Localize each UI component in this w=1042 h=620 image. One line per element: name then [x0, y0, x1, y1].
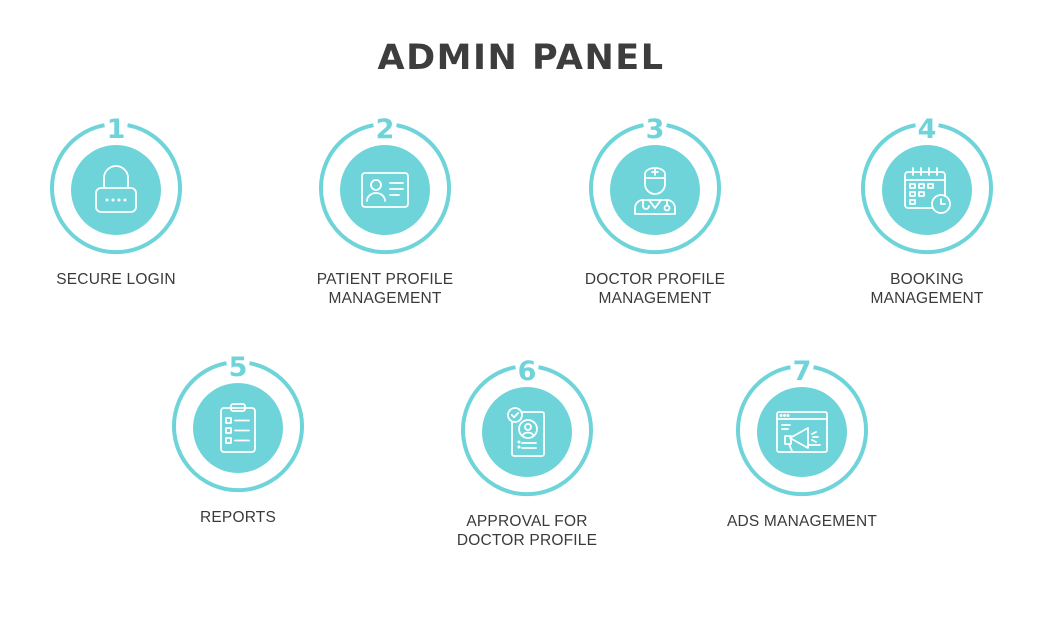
feature-badge: 1 — [46, 112, 186, 260]
feature-label: PATIENT PROFILE MANAGEMENT — [316, 271, 454, 307]
badge-ring — [172, 361, 304, 493]
clipboard-checklist-icon — [204, 394, 272, 462]
feature-badge: 3 — [585, 112, 725, 260]
step-number: 4 — [917, 114, 937, 145]
lock-icon — [82, 156, 150, 224]
badge-ring — [861, 123, 993, 255]
id-card-icon — [351, 156, 419, 224]
step-number: 2 — [375, 114, 395, 145]
feature-doctor-profile-management: 3 DOCTOR PROFILE MANAGEMENT — [535, 112, 775, 308]
feature-secure-login: 1 SECURE LOGIN — [0, 112, 236, 289]
feature-patient-profile-management: 2 PATIENT PROFILE MANAGEMENT — [265, 112, 505, 308]
feature-label: DOCTOR PROFILE MANAGEMENT — [584, 271, 726, 307]
approved-profile-document-icon — [493, 398, 561, 466]
badge-ring — [589, 123, 721, 255]
calendar-clock-icon — [893, 156, 961, 224]
feature-label: APPROVAL FOR DOCTOR PROFILE — [456, 513, 598, 549]
megaphone-browser-icon — [768, 398, 836, 466]
feature-badge: 5 — [168, 350, 308, 498]
feature-badge: 7 — [732, 354, 872, 502]
step-number: 6 — [517, 356, 537, 387]
feature-label: REPORTS — [199, 509, 277, 526]
feature-label: BOOKING MANAGEMENT — [870, 271, 984, 307]
page-title: ADMIN PANEL — [377, 38, 665, 78]
feature-booking-management: 4 BOOKING MANAGEMENT — [807, 112, 1042, 308]
badge-ring — [50, 123, 182, 255]
feature-reports: 5 REPORTS — [118, 350, 358, 527]
feature-approval-for-doctor-profile: 6 APPROVAL FOR DOCTOR PROFILE — [407, 354, 647, 550]
step-number: 7 — [792, 356, 812, 387]
doctor-icon — [621, 156, 689, 224]
feature-badge: 2 — [315, 112, 455, 260]
feature-badge: 4 — [857, 112, 997, 260]
step-number: 3 — [645, 114, 665, 145]
badge-ring — [319, 123, 451, 255]
feature-ads-management: 7 ADS MANAGEMENT — [682, 354, 922, 531]
feature-label: SECURE LOGIN — [56, 271, 176, 288]
feature-label: ADS MANAGEMENT — [726, 513, 878, 530]
feature-badge: 6 — [457, 354, 597, 502]
step-number: 1 — [106, 114, 126, 145]
step-number: 5 — [228, 352, 248, 383]
